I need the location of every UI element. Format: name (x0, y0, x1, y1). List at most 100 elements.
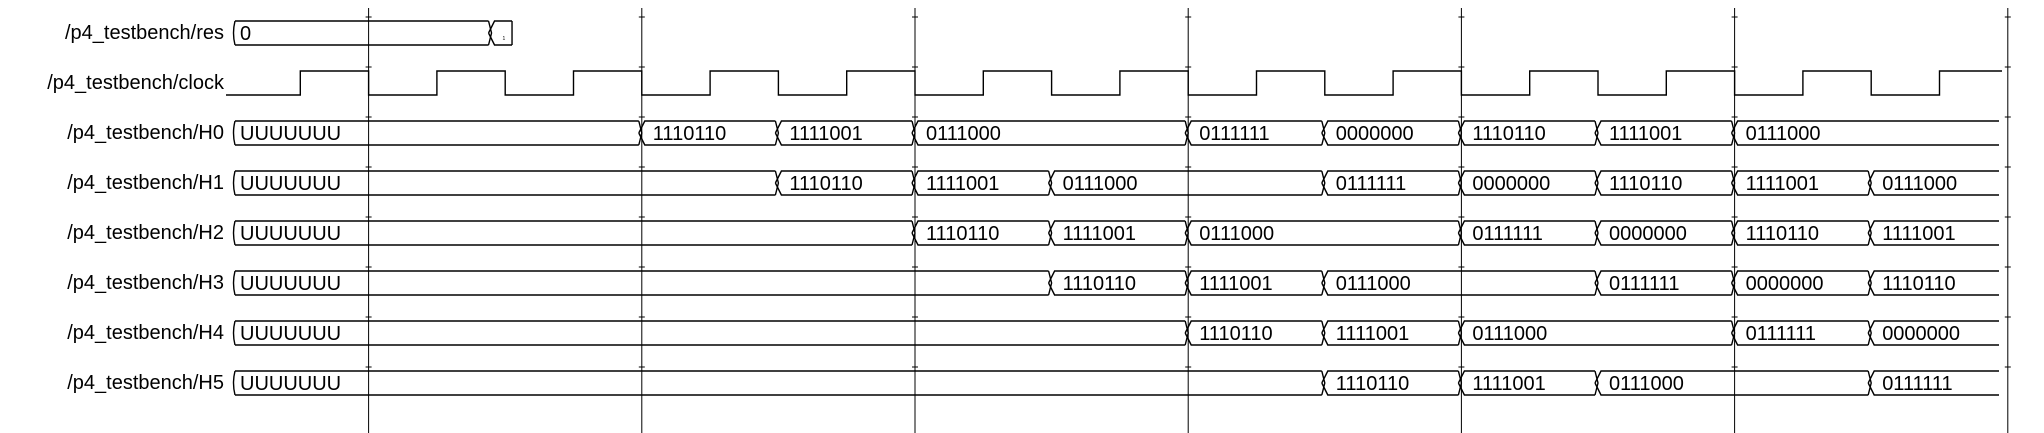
bus-segment[interactable]: 0000000 (1457, 170, 1599, 196)
signal-name[interactable]: /p4_testbench/H4 (67, 322, 224, 344)
bus-segment[interactable]: UUUUUUU (232, 120, 643, 146)
bus-segment[interactable]: 1110110 (1047, 270, 1189, 296)
bus-segment[interactable]: 1 (487, 20, 513, 46)
bus-value: 1 (503, 36, 506, 42)
signal-name[interactable]: /p4_testbench/res (65, 22, 224, 44)
bus-segment[interactable]: 1111001 (1047, 220, 1189, 246)
bus-segment[interactable]: 0000000 (1867, 320, 1999, 346)
bus-segment[interactable]: 0111111 (1457, 220, 1599, 246)
bus-segment[interactable]: 0111111 (1184, 120, 1326, 146)
bus-segment[interactable]: 1110110 (774, 170, 916, 196)
bus-segment[interactable]: 0111000 (1867, 170, 1999, 196)
bus-segment[interactable]: 0111000 (1457, 320, 1736, 346)
bus-segment[interactable]: UUUUUUU (232, 320, 1189, 346)
bus-value: 1110110 (1472, 123, 1545, 145)
bus-segment[interactable]: 1111001 (1321, 320, 1463, 346)
bus-outline (1184, 120, 1326, 146)
bus-outline (1730, 120, 1999, 146)
bus-outline (1594, 170, 1736, 196)
bus-segment[interactable]: 0111000 (1730, 120, 1999, 146)
bus-segment[interactable]: UUUUUUU (232, 370, 1326, 396)
signal-name[interactable]: /p4_testbench/H3 (67, 272, 224, 294)
bus-segment[interactable]: 1110110 (1867, 270, 1999, 296)
clock-waveform[interactable] (226, 70, 2002, 96)
bus-segment[interactable]: 1111001 (1457, 370, 1599, 396)
bus-segment[interactable]: 0000000 (1594, 220, 1736, 246)
signal-name[interactable]: /p4_testbench/H5 (67, 372, 224, 394)
bus-outline (1594, 370, 1872, 396)
bus-value: 0111111 (1609, 273, 1679, 295)
bus-segment[interactable]: 0111000 (1594, 370, 1872, 396)
signal-name[interactable]: /p4_testbench/H2 (67, 222, 224, 244)
bus-value: 1111001 (1882, 223, 1955, 245)
signal-trace[interactable] (226, 70, 2002, 96)
bus-outline (1184, 320, 1326, 346)
bus-segment[interactable]: 1111001 (911, 170, 1053, 196)
bus-segment[interactable]: 0000000 (1730, 270, 1872, 296)
bus-segment[interactable]: 1111001 (774, 120, 916, 146)
signal-name[interactable]: /p4_testbench/H0 (67, 122, 224, 144)
bus-value: 0111111 (1746, 323, 1816, 345)
bus-segment[interactable]: 0000000 (1321, 120, 1463, 146)
bus-segment[interactable]: 0111111 (1321, 170, 1463, 196)
bus-segment[interactable]: 0111000 (911, 120, 1189, 146)
bus-segment[interactable]: 1111001 (1594, 120, 1736, 146)
bus-outline (1457, 320, 1736, 346)
bus-outline (232, 220, 916, 246)
bus-value: 0000000 (1336, 123, 1414, 145)
bus-segment[interactable]: 1110110 (1730, 220, 1872, 246)
signal-name[interactable]: /p4_testbench/H1 (67, 172, 224, 194)
bus-value: 1110110 (1336, 373, 1409, 395)
bus-segment[interactable]: 0 (232, 20, 493, 46)
bus-value: UUUUUUU (240, 373, 341, 395)
bus-value: 0111111 (1882, 373, 1952, 395)
bus-value: 0111000 (1199, 223, 1274, 245)
bus-outline (1730, 320, 1872, 346)
bus-outline (487, 20, 513, 46)
bus-segment[interactable]: 0111111 (1730, 320, 1872, 346)
bus-segment[interactable]: 1110110 (1321, 370, 1463, 396)
bus-segment[interactable]: 1111001 (1184, 270, 1326, 296)
bus-value: 0111000 (1472, 323, 1547, 345)
bus-value: UUUUUUU (240, 223, 341, 245)
signal-name[interactable]: /p4_testbench/clock (47, 72, 224, 94)
bus-segment[interactable]: 0111000 (1047, 170, 1326, 196)
bus-value: 1111001 (1199, 273, 1272, 295)
bus-segment[interactable]: 1110110 (911, 220, 1053, 246)
bus-outline (1867, 170, 1999, 196)
bus-value: 0111000 (1746, 123, 1821, 145)
bus-segment[interactable]: 1110110 (638, 120, 780, 146)
bus-segment[interactable]: UUUUUUU (232, 270, 1053, 296)
bus-segment[interactable]: 0111000 (1184, 220, 1463, 246)
bus-segment[interactable]: 1110110 (1457, 120, 1599, 146)
bus-segment[interactable]: UUUUUUU (232, 220, 916, 246)
bus-value: UUUUUUU (240, 173, 341, 195)
bus-value: 0000000 (1472, 173, 1550, 195)
signal-trace[interactable]: UUUUUUU 1110110 1111001 0111000 0111111 (232, 370, 2003, 396)
bus-outline (232, 370, 1326, 396)
bus-segment[interactable]: 1110110 (1594, 170, 1736, 196)
bus-segment[interactable]: UUUUUUU (232, 170, 780, 196)
bus-segment[interactable]: 1110110 (1184, 320, 1326, 346)
bus-outline (1730, 270, 1872, 296)
bus-outline (1321, 270, 1599, 296)
bus-outline (638, 120, 780, 146)
bus-segment[interactable]: 1111001 (1867, 220, 1999, 246)
bus-segment[interactable]: 0111111 (1867, 370, 1999, 396)
bus-outline (774, 170, 916, 196)
bus-segment[interactable]: 1111001 (1730, 170, 1872, 196)
bus-value: 0111000 (926, 123, 1001, 145)
bus-segment[interactable]: 0111000 (1321, 270, 1599, 296)
bus-segment[interactable]: 0111111 (1594, 270, 1736, 296)
bus-value: 0111000 (1609, 373, 1684, 395)
bus-outline (1867, 220, 1999, 246)
bus-value: 0111000 (1336, 273, 1411, 295)
